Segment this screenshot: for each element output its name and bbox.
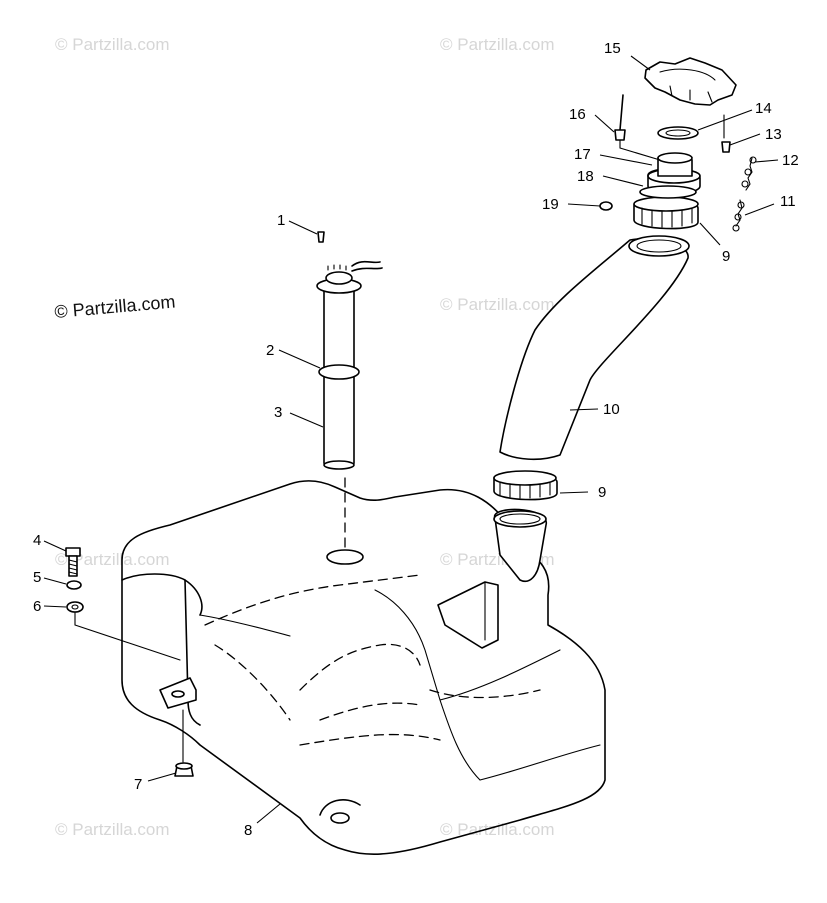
- washer-5: [66, 580, 82, 590]
- callout-labels: 1 2 3 4 5 6 7 8 9 9 10 11 12 13 14 15 16…: [33, 40, 799, 839]
- watermark: © Partzilla.com: [55, 35, 170, 54]
- hose-clamp-upper: [633, 196, 699, 230]
- bolt-4: [65, 547, 81, 577]
- callout-14: 14: [755, 100, 772, 117]
- screw-1: [317, 231, 325, 243]
- callout-2: 2: [266, 342, 274, 359]
- callout-9-lower: 9: [598, 484, 606, 501]
- callout-7: 7: [134, 776, 142, 793]
- callout-10: 10: [603, 401, 620, 418]
- callout-17: 17: [574, 146, 591, 163]
- watermark: © Partzilla.com: [55, 550, 170, 569]
- watermark: © Partzilla.com: [440, 820, 555, 839]
- fuel-sender: [316, 260, 383, 470]
- callout-9-upper: 9: [722, 248, 730, 265]
- gasket-14: [657, 126, 699, 140]
- callout-3: 3: [274, 404, 282, 421]
- washer-6: [66, 601, 84, 613]
- callout-6: 6: [33, 598, 41, 615]
- watermark-layer: © Partzilla.com © Partzilla.com © Partzi…: [55, 35, 555, 839]
- chain-11: [732, 199, 745, 232]
- callout-8: 8: [244, 822, 252, 839]
- watermark: © Partzilla.com: [55, 820, 170, 839]
- chain-12: [741, 156, 757, 191]
- assembly-line: [74, 611, 181, 661]
- watermark: © Partzilla.com: [440, 35, 555, 54]
- nut-19: [599, 201, 613, 211]
- watermark-dark: © Partzilla.com: [54, 291, 177, 321]
- callout-11: 11: [780, 193, 796, 210]
- screw-13: [721, 141, 731, 153]
- callout-5: 5: [33, 569, 41, 586]
- callout-4: 4: [33, 532, 41, 549]
- watermark: © Partzilla.com: [440, 295, 555, 314]
- callout-15: 15: [604, 40, 621, 57]
- fuel-tank: [121, 480, 606, 855]
- callout-1: 1: [277, 212, 285, 229]
- filler-hose: [499, 235, 690, 461]
- grommet-7: [174, 762, 194, 777]
- callout-18: 18: [577, 168, 594, 185]
- callout-leaders: [43, 55, 779, 824]
- hose-clamp-lower: [493, 470, 558, 501]
- callout-16: 16: [569, 106, 586, 123]
- tether-16: [614, 94, 661, 161]
- callout-19: 19: [542, 196, 559, 213]
- gasket-18: [639, 185, 697, 199]
- fuel-cap-15: [644, 57, 737, 106]
- callout-13: 13: [765, 126, 782, 143]
- callout-12: 12: [782, 152, 799, 169]
